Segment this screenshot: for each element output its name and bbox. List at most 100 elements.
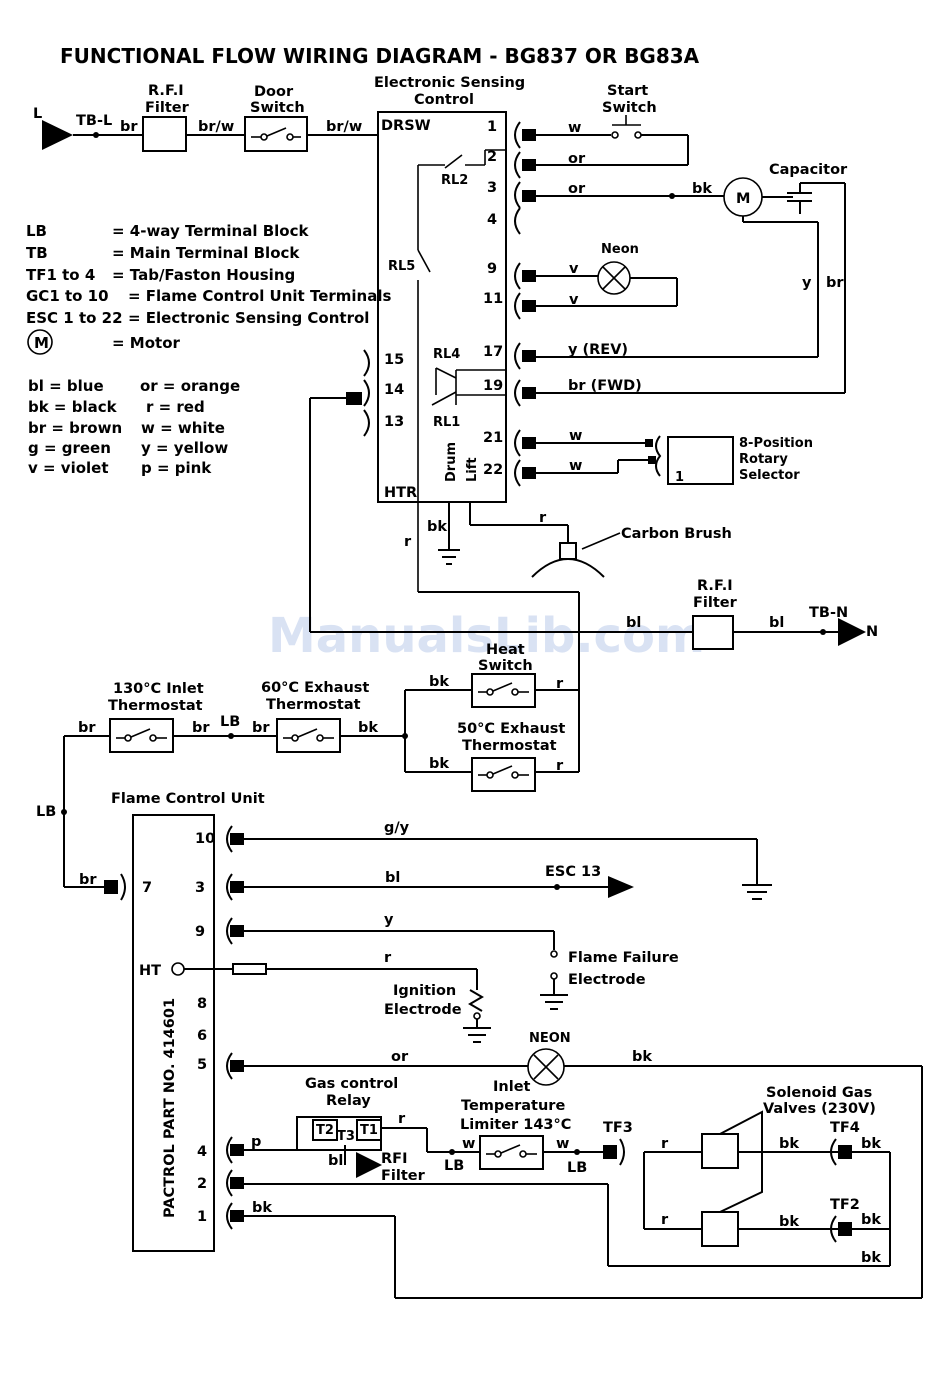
svg-text:1: 1 — [487, 119, 497, 135]
svg-text:TB: TB — [26, 244, 48, 262]
svg-text:v = violet: v = violet — [28, 459, 109, 477]
capacitor-label: Capacitor — [769, 162, 848, 178]
tf2-label: TF2 — [830, 1197, 860, 1213]
svg-text:bk: bk — [429, 674, 449, 690]
svg-text:r: r — [398, 1111, 406, 1127]
svg-text:GC1 to 10: GC1 to 10 — [26, 287, 109, 305]
svg-text:17: 17 — [483, 344, 503, 360]
svg-text:6: 6 — [197, 1028, 207, 1044]
tf4-label: TF4 — [830, 1120, 860, 1136]
svg-text:LB: LB — [444, 1158, 464, 1174]
relay-rl4: RL4 — [433, 347, 460, 362]
esc-drum: Drum — [444, 442, 459, 482]
svg-text:y (REV): y (REV) — [568, 342, 628, 358]
wire-label: br — [120, 119, 138, 135]
svg-text:15: 15 — [384, 352, 404, 368]
ignition-label: Ignition — [393, 983, 456, 999]
svg-text:ESC 1 to 22: ESC 1 to 22 — [26, 309, 123, 327]
svg-text:Relay: Relay — [326, 1093, 371, 1109]
svg-text:M: M — [34, 334, 49, 352]
svg-text:= Motor: = Motor — [112, 334, 180, 352]
svg-text:br: br — [252, 720, 270, 736]
svg-text:9: 9 — [487, 261, 497, 277]
diagram-title: FUNCTIONAL FLOW WIRING DIAGRAM - BG837 O… — [60, 44, 700, 68]
svg-text:y: y — [384, 912, 394, 928]
svg-text:2: 2 — [197, 1176, 207, 1192]
svg-text:bl: bl — [626, 615, 641, 631]
svg-text:bk: bk — [861, 1136, 881, 1152]
motor-legend-icon — [27, 329, 53, 355]
svg-text:= Tab/Faston Housing: = Tab/Faston Housing — [112, 266, 295, 284]
gas-control-relay-label: Gas control — [305, 1076, 398, 1092]
neutral-out-arrow — [838, 618, 866, 646]
svg-text:= 4-way Terminal Block: = 4-way Terminal Block — [112, 222, 309, 240]
svg-text:r: r — [661, 1136, 669, 1152]
svg-text:2: 2 — [487, 149, 497, 165]
thermostat-50-label: 50°C Exhaust — [457, 721, 565, 737]
neon-label: Neon — [601, 242, 639, 257]
tb-l-label: TB-L — [76, 113, 112, 129]
tf3-label: TF3 — [603, 1120, 633, 1136]
svg-text:bk = black: bk = black — [28, 398, 118, 416]
svg-text:bk: bk — [692, 181, 712, 197]
inlet-temperature-limiter — [479, 1135, 544, 1170]
svg-text:p = pink: p = pink — [141, 459, 212, 477]
svg-text:or: or — [391, 1049, 409, 1065]
esc-left-connectors — [310, 349, 370, 437]
svg-text:y = yellow: y = yellow — [141, 439, 228, 457]
flame-control-unit — [132, 814, 215, 1252]
relay-rl1: RL1 — [433, 415, 460, 430]
svg-text:w: w — [569, 428, 582, 444]
heat-switch — [471, 673, 536, 708]
svg-text:bk: bk — [779, 1136, 799, 1152]
svg-text:Rotary: Rotary — [739, 452, 788, 467]
svg-text:= Electronic Sensing Control: = Electronic Sensing Control — [128, 309, 369, 327]
svg-text:5: 5 — [197, 1057, 207, 1073]
svg-text:Valves (230V): Valves (230V) — [763, 1101, 876, 1117]
svg-text:1: 1 — [675, 470, 684, 485]
watermark: ManualsLib.com — [268, 608, 705, 664]
thermostat-60-exhaust — [276, 718, 341, 753]
rfi-filter-2-label: R.F.I — [697, 578, 733, 594]
svg-text:HT: HT — [139, 963, 161, 979]
esc-drsw: DRSW — [381, 118, 431, 134]
svg-text:N: N — [866, 624, 878, 640]
door-switch — [244, 116, 308, 152]
svg-text:bl: bl — [769, 615, 784, 631]
svg-text:br: br — [78, 720, 96, 736]
svg-text:or: or — [568, 151, 586, 167]
door-switch-label2: Switch — [250, 100, 305, 116]
svg-text:p: p — [251, 1134, 261, 1150]
svg-text:LB: LB — [220, 714, 240, 730]
tb-n-label: TB-N — [809, 605, 848, 621]
esc-htr: HTR — [384, 485, 417, 501]
relay-rl2: RL2 — [441, 173, 468, 188]
legend-colors: bl = blue or = orange bk = black r = red… — [28, 377, 240, 477]
wire-label: br/w — [326, 119, 362, 135]
svg-text:TF1 to 4: TF1 to 4 — [26, 266, 95, 284]
svg-text:g/y: g/y — [384, 820, 410, 836]
esc-lift: Lift — [465, 457, 480, 482]
rfi-filter-3-arrow — [356, 1152, 382, 1178]
svg-text:Temperature: Temperature — [461, 1098, 565, 1114]
svg-text:11: 11 — [483, 291, 503, 307]
relay-rl5: RL5 — [388, 259, 415, 274]
svg-text:= Flame Control Unit Terminals: = Flame Control Unit Terminals — [128, 287, 391, 305]
thermostat-130-label: 130°C Inlet — [113, 681, 204, 697]
svg-text:r: r — [404, 534, 412, 550]
thermostat-60-label: 60°C Exhaust — [261, 680, 369, 696]
rotary-selector-label: 8-Position — [739, 436, 813, 451]
svg-text:= Main Terminal Block: = Main Terminal Block — [112, 244, 300, 262]
door-switch-label: Door — [254, 84, 294, 100]
svg-text:7: 7 — [142, 880, 152, 896]
rfi-filter-2 — [692, 615, 734, 650]
svg-text:Electrode: Electrode — [384, 1002, 462, 1018]
svg-text:Switch: Switch — [478, 658, 533, 674]
svg-text:Filter: Filter — [693, 595, 738, 611]
esc13-label: ESC 13 — [545, 864, 601, 880]
fcu-connectors — [226, 825, 244, 1230]
svg-text:bk: bk — [427, 519, 447, 535]
wire-label: br/w — [198, 119, 234, 135]
fcu-part-number: PACTROL PART NO. 414601 — [162, 998, 178, 1218]
start-switch-label2: Switch — [602, 100, 657, 116]
